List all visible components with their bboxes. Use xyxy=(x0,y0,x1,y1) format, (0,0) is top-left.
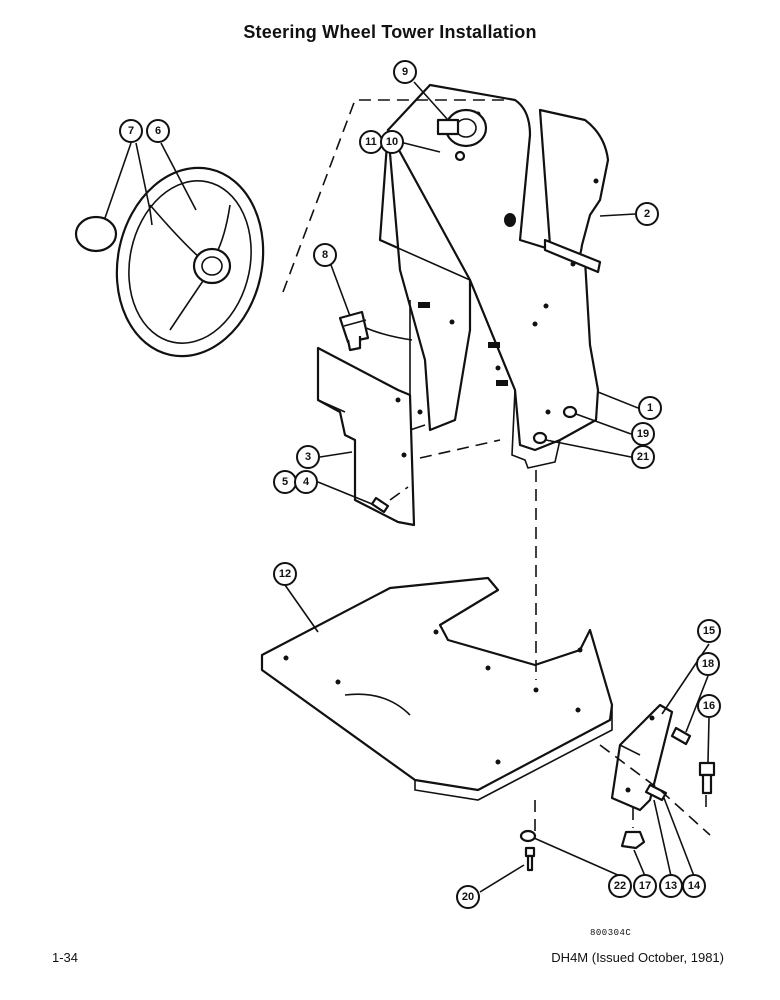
callout-12: 12 xyxy=(273,562,297,586)
callout-1-number: 1 xyxy=(647,402,653,414)
callout-20-number: 20 xyxy=(462,891,474,903)
callout-22: 22 xyxy=(608,874,632,898)
callout-6-number: 6 xyxy=(155,125,161,137)
callout-17: 17 xyxy=(633,874,657,898)
callout-21: 21 xyxy=(631,445,655,469)
bolt-18-part xyxy=(670,726,692,746)
callout-14-number: 14 xyxy=(688,880,701,892)
page-title: Steering Wheel Tower Installation xyxy=(243,22,537,42)
issue-note: DH4M (Issued October, 1981) xyxy=(551,950,724,965)
callout-13-number: 13 xyxy=(665,880,677,892)
callout-12-number: 12 xyxy=(279,568,291,580)
callout-3: 3 xyxy=(296,445,320,469)
callout-15: 15 xyxy=(697,619,721,643)
callout-8: 8 xyxy=(313,243,337,267)
callout-6: 6 xyxy=(146,119,170,143)
callout-18-number: 18 xyxy=(702,658,714,670)
side-panel-part xyxy=(316,346,416,527)
drawing-code: 800304C xyxy=(590,928,632,938)
page-number: 1-34 xyxy=(52,950,79,965)
mounting-bracket-part xyxy=(610,703,674,812)
bolt-16-part xyxy=(698,761,716,795)
callout-17-number: 17 xyxy=(639,880,651,892)
callout-21-number: 21 xyxy=(637,451,649,463)
callout-5-number: 5 xyxy=(282,476,288,488)
callout-4: 4 xyxy=(294,470,318,494)
callout-16-number: 16 xyxy=(703,700,715,712)
callout-3-number: 3 xyxy=(305,451,311,463)
callout-14: 14 xyxy=(682,874,706,898)
callout-16: 16 xyxy=(697,694,721,718)
callout-15-number: 15 xyxy=(703,625,715,637)
callout-8-number: 8 xyxy=(322,249,328,261)
leader-lines xyxy=(104,81,710,893)
callout-18: 18 xyxy=(696,652,720,676)
assembly-centerlines xyxy=(282,99,711,836)
callout-4-number: 4 xyxy=(303,476,310,488)
callout-2-number: 2 xyxy=(644,208,650,220)
callout-20: 20 xyxy=(456,885,480,909)
horn-fitting-part xyxy=(338,310,413,352)
callout-1: 1 xyxy=(638,396,662,420)
steering-wheel-part xyxy=(115,166,265,358)
wheel-cap-part xyxy=(74,215,118,253)
callout-2: 2 xyxy=(635,202,659,226)
washer-22-part xyxy=(519,829,537,843)
callout-22-number: 22 xyxy=(614,880,626,892)
callout-10: 10 xyxy=(380,130,404,154)
nut-17-part xyxy=(620,830,646,850)
callout-9: 9 xyxy=(393,60,417,84)
bolt-13-part xyxy=(644,783,668,802)
callout-5: 5 xyxy=(273,470,297,494)
floor-plate-part xyxy=(260,576,614,801)
callout-19: 19 xyxy=(631,422,655,446)
callout-10-number: 10 xyxy=(386,136,398,148)
bolt-20-part xyxy=(524,846,536,872)
callout-11: 11 xyxy=(359,130,383,154)
callout-9-number: 9 xyxy=(402,66,408,78)
callout-7: 7 xyxy=(119,119,143,143)
steering-tower-part xyxy=(378,83,610,469)
callout-13: 13 xyxy=(659,874,683,898)
callout-7-number: 7 xyxy=(128,125,134,137)
callout-19-number: 19 xyxy=(637,428,649,440)
callout-11-number: 11 xyxy=(365,136,377,148)
